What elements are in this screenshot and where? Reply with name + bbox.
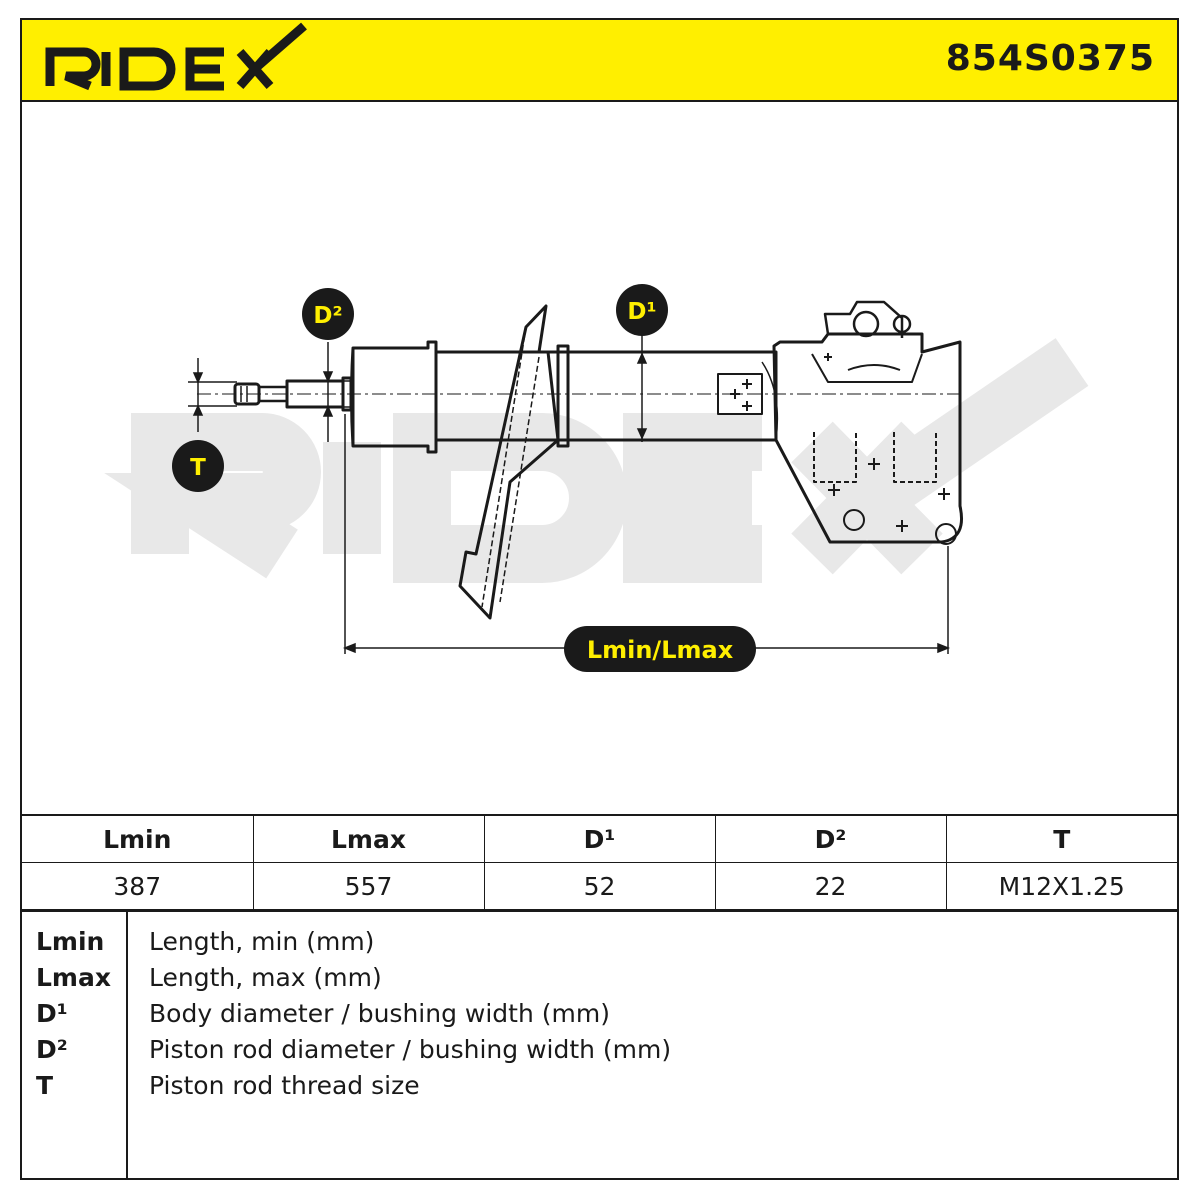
d1-callout: D¹ (616, 284, 668, 336)
bolt-marks (730, 353, 950, 532)
value-cell-lmax: 557 (252, 862, 485, 910)
legend-description: Piston rod thread size (149, 1071, 420, 1100)
svg-text:D¹: D¹ (627, 299, 656, 325)
legend-row: Lmin Length, min (mm) (22, 924, 1177, 960)
legend-key: T (36, 1071, 54, 1100)
legend-key: Lmin (36, 927, 105, 956)
t-callout: T (172, 440, 224, 492)
spring-seat (458, 304, 560, 620)
svg-text:T: T (190, 455, 206, 481)
top-bushing (351, 340, 438, 454)
legend-description: Piston rod diameter / bushing width (mm) (149, 1035, 672, 1064)
header-cell-d1: D¹ (483, 814, 716, 863)
legend-description: Length, max (mm) (149, 963, 382, 992)
specs-header-row: Lmin Lmax D¹ D² T (22, 814, 1177, 863)
length-callout: Lmin/Lmax (564, 626, 756, 672)
value-cell-t: M12X1.25 (945, 862, 1177, 910)
legend-description: Body diameter / bushing width (mm) (149, 999, 610, 1028)
svg-text:D²: D² (313, 303, 342, 329)
ridex-logo (45, 22, 307, 91)
d2-callout: D² (302, 288, 354, 340)
legend: Lmin Length, min (mm) Lmax Length, max (… (22, 910, 1177, 1178)
shock-absorber-diagram: D² D¹ T Lmin/Lmax (104, 284, 1089, 672)
specs-value-row: 387 557 52 22 M12X1.25 (22, 862, 1177, 910)
value-cell-d2: 22 (714, 862, 947, 910)
legend-row: Lmax Length, max (mm) (22, 960, 1177, 996)
header-cell-d2: D² (714, 814, 947, 863)
header-bar: 854S0375 (22, 20, 1177, 102)
legend-divider (126, 912, 128, 1178)
legend-row: T Piston rod thread size (22, 1068, 1177, 1104)
product-sheet: 854S0375 (20, 18, 1179, 1180)
abs-bracket (823, 300, 904, 338)
header-cell-lmin: Lmin (22, 814, 254, 863)
legend-key: D² (36, 1035, 68, 1064)
legend-row: D² Piston rod diameter / bushing width (… (22, 1032, 1177, 1068)
legend-key: Lmax (36, 963, 111, 992)
header-cell-t: T (945, 814, 1177, 863)
legend-description: Length, min (mm) (149, 927, 375, 956)
legend-key: D¹ (36, 999, 68, 1028)
legend-row: D¹ Body diameter / bushing width (mm) (22, 996, 1177, 1032)
specs-table: Lmin Lmax D¹ D² T 387 557 52 22 M12X1.25 (22, 814, 1177, 910)
ridex-watermark (104, 338, 1089, 583)
value-cell-d1: 52 (483, 862, 716, 910)
part-number: 854S0375 (945, 38, 1155, 79)
value-cell-lmin: 387 (22, 862, 254, 910)
svg-text:Lmin/Lmax: Lmin/Lmax (587, 636, 734, 664)
header-cell-lmax: Lmax (252, 814, 485, 863)
